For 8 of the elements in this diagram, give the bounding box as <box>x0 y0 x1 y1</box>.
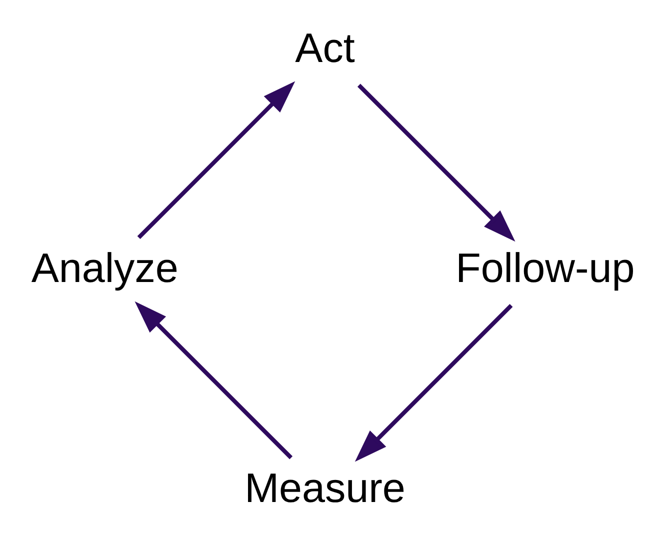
arrow <box>357 84 516 242</box>
node-text: Measure <box>244 465 406 512</box>
node-text: Act <box>295 24 355 71</box>
node-text: Follow-up <box>456 245 635 292</box>
arrow <box>134 301 293 460</box>
arrow <box>137 81 296 240</box>
arrow <box>354 304 513 462</box>
node-text: Analyze <box>31 245 178 292</box>
